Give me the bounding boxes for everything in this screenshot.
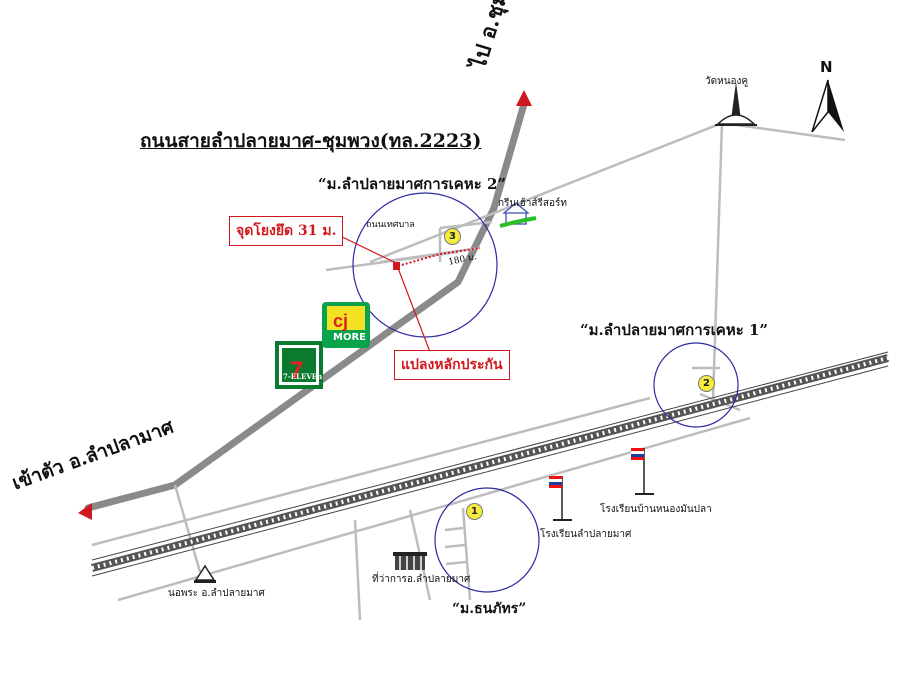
temple-icon <box>715 82 757 126</box>
seven-eleven-label: 7-ELEVEn <box>283 372 323 381</box>
area-circle-village-1 <box>653 342 739 428</box>
north-arrow-icon <box>811 79 844 133</box>
junction-callout: จุดโยงยึด 31 ม. <box>229 216 344 246</box>
area-circle-thanaphat <box>434 487 540 593</box>
marker-3: 3 <box>444 228 461 245</box>
svg-text:7: 7 <box>290 357 303 384</box>
cj-more-icon: cj <box>322 302 370 348</box>
village-thanaphat-label: “ม.ธนภัทร” <box>452 601 527 617</box>
village-2-label: “ม.ลำปลายมาศการเคหะ 2” <box>318 175 507 193</box>
svg-text:cj: cj <box>333 311 348 331</box>
resort-icon <box>499 202 537 228</box>
marker-2: 2 <box>698 375 715 392</box>
arrow-to-town-icon <box>78 503 92 520</box>
school-2-label: โรงเรียนบ้านหนองมันปลา <box>600 504 712 515</box>
school-1-label: โรงเรียนลำปลายมาศ <box>540 529 632 540</box>
distance-line-2 <box>439 247 481 255</box>
arrow-to-chumphuang-icon <box>516 90 532 106</box>
main-highway <box>84 100 528 512</box>
road-title: ถนนสายลำปลายมาศ-ชุมพวง(ทล.2223) <box>140 130 482 152</box>
secondary-road <box>173 121 846 621</box>
municipal-road-label: ถนนเทศบาล <box>366 220 415 230</box>
north-label: N <box>820 58 833 76</box>
school-flag-icon <box>549 476 572 521</box>
distance-line <box>397 253 441 267</box>
school-flag-icon <box>631 448 654 495</box>
railway <box>90 351 890 577</box>
temple-label: วัดหนองคู <box>705 76 749 87</box>
resort-label: กรีนเฮ้าส์รีสอร์ท <box>498 198 567 209</box>
plot-callout: แปลงหลักประกัน <box>394 350 510 380</box>
cj-more-label: MORE <box>333 332 366 343</box>
government-building-icon <box>393 552 427 570</box>
seven-eleven-icon: 7 <box>275 341 323 389</box>
village-1-label: “ม.ลำปลายมาศการเคหะ 1” <box>580 321 769 339</box>
district-office-label: ที่ว่าการอ.ลำปลายมาศ <box>372 574 471 585</box>
collateral-plot-marker <box>393 262 400 270</box>
marker-1: 1 <box>466 503 483 520</box>
monument-label: นอพระ อ.ลำปลายมาศ <box>168 588 265 599</box>
monument-icon <box>194 564 216 583</box>
area-circle-village-2 <box>352 192 498 338</box>
callout-leader-plot <box>397 267 431 353</box>
